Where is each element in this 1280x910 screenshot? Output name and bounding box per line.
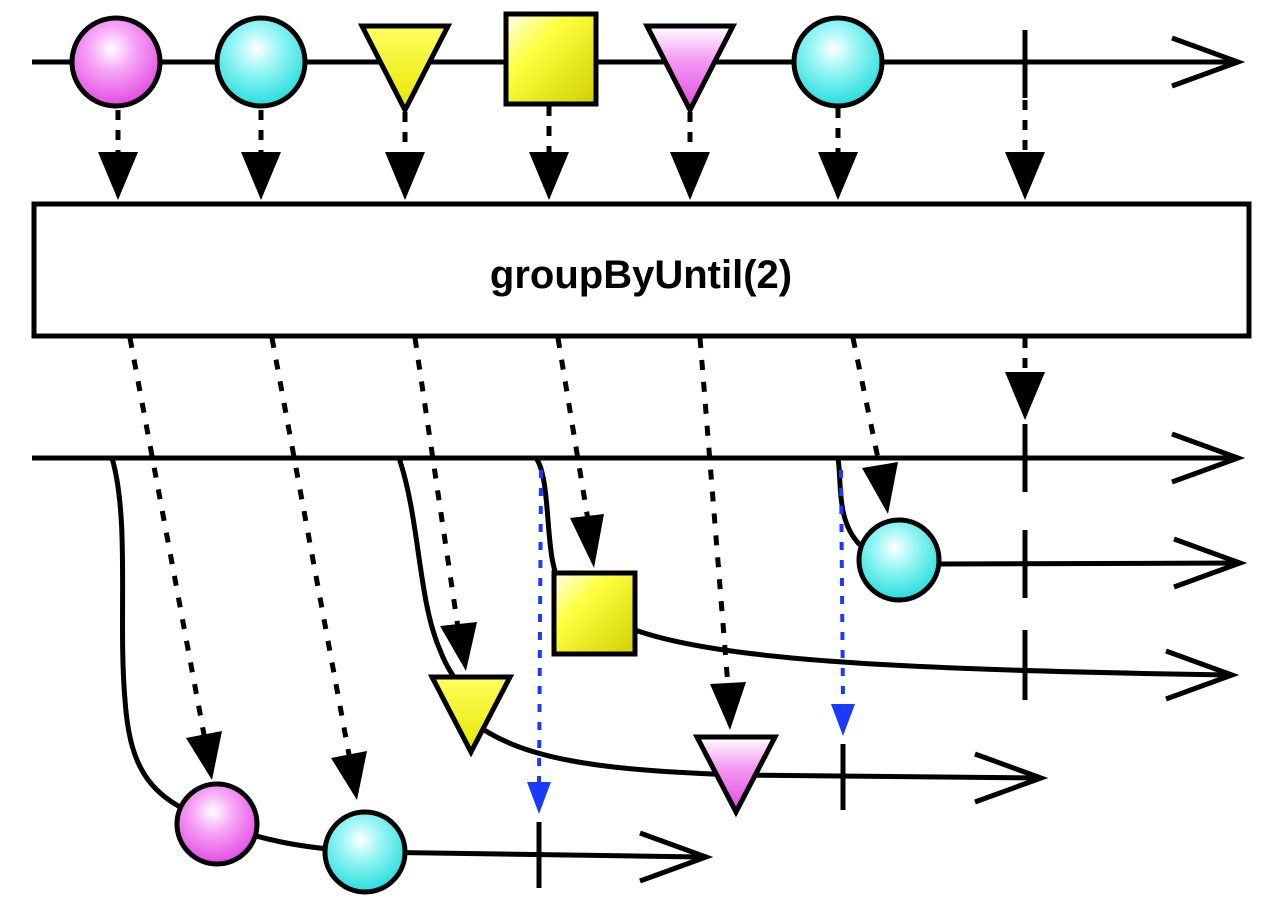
- output-arrowhead: [1171, 431, 1246, 485]
- source-yellow-triangle: [357, 23, 453, 116]
- group-1-arrowhead: [639, 830, 714, 884]
- source-magenta-circle: [69, 15, 163, 109]
- source-cyan-circle: [214, 15, 308, 109]
- group-4-cyan-circle: [856, 517, 942, 603]
- duration-arrowhead-1: [527, 782, 551, 814]
- group-marbles: [174, 517, 942, 895]
- output-arrowheads: [186, 462, 898, 800]
- operator-box: groupByUntil(2): [31, 201, 1252, 339]
- group-3-arrowhead: [1165, 648, 1240, 702]
- group-4-arrowhead: [1173, 536, 1248, 590]
- duration-arrowhead-2: [831, 704, 855, 736]
- group-2-magenta-triangle: [692, 734, 780, 818]
- group-3-yellow-square: [551, 570, 638, 657]
- group-2-yellow-triangle: [427, 674, 515, 758]
- group-2-arrowhead: [974, 751, 1049, 805]
- source-cyan-circle-2: [791, 15, 885, 109]
- group-4-stream: [835, 457, 1248, 598]
- source-yellow-square: [503, 11, 599, 107]
- input-arrowheads: [98, 152, 1045, 200]
- source-arrowhead: [1171, 35, 1246, 89]
- operator-label: groupByUntil(2): [490, 253, 792, 297]
- output-stream: [32, 338, 1246, 492]
- output-arrows: [127, 337, 883, 761]
- source-stream: [32, 11, 1246, 116]
- output-complete-arrowhead: [1005, 372, 1045, 420]
- duration-lines: [527, 469, 855, 814]
- input-arrows: [115, 100, 1028, 155]
- group-1-magenta-circle: [174, 781, 260, 867]
- group-1-cyan-circle: [322, 809, 408, 895]
- source-magenta-triangle: [642, 23, 738, 116]
